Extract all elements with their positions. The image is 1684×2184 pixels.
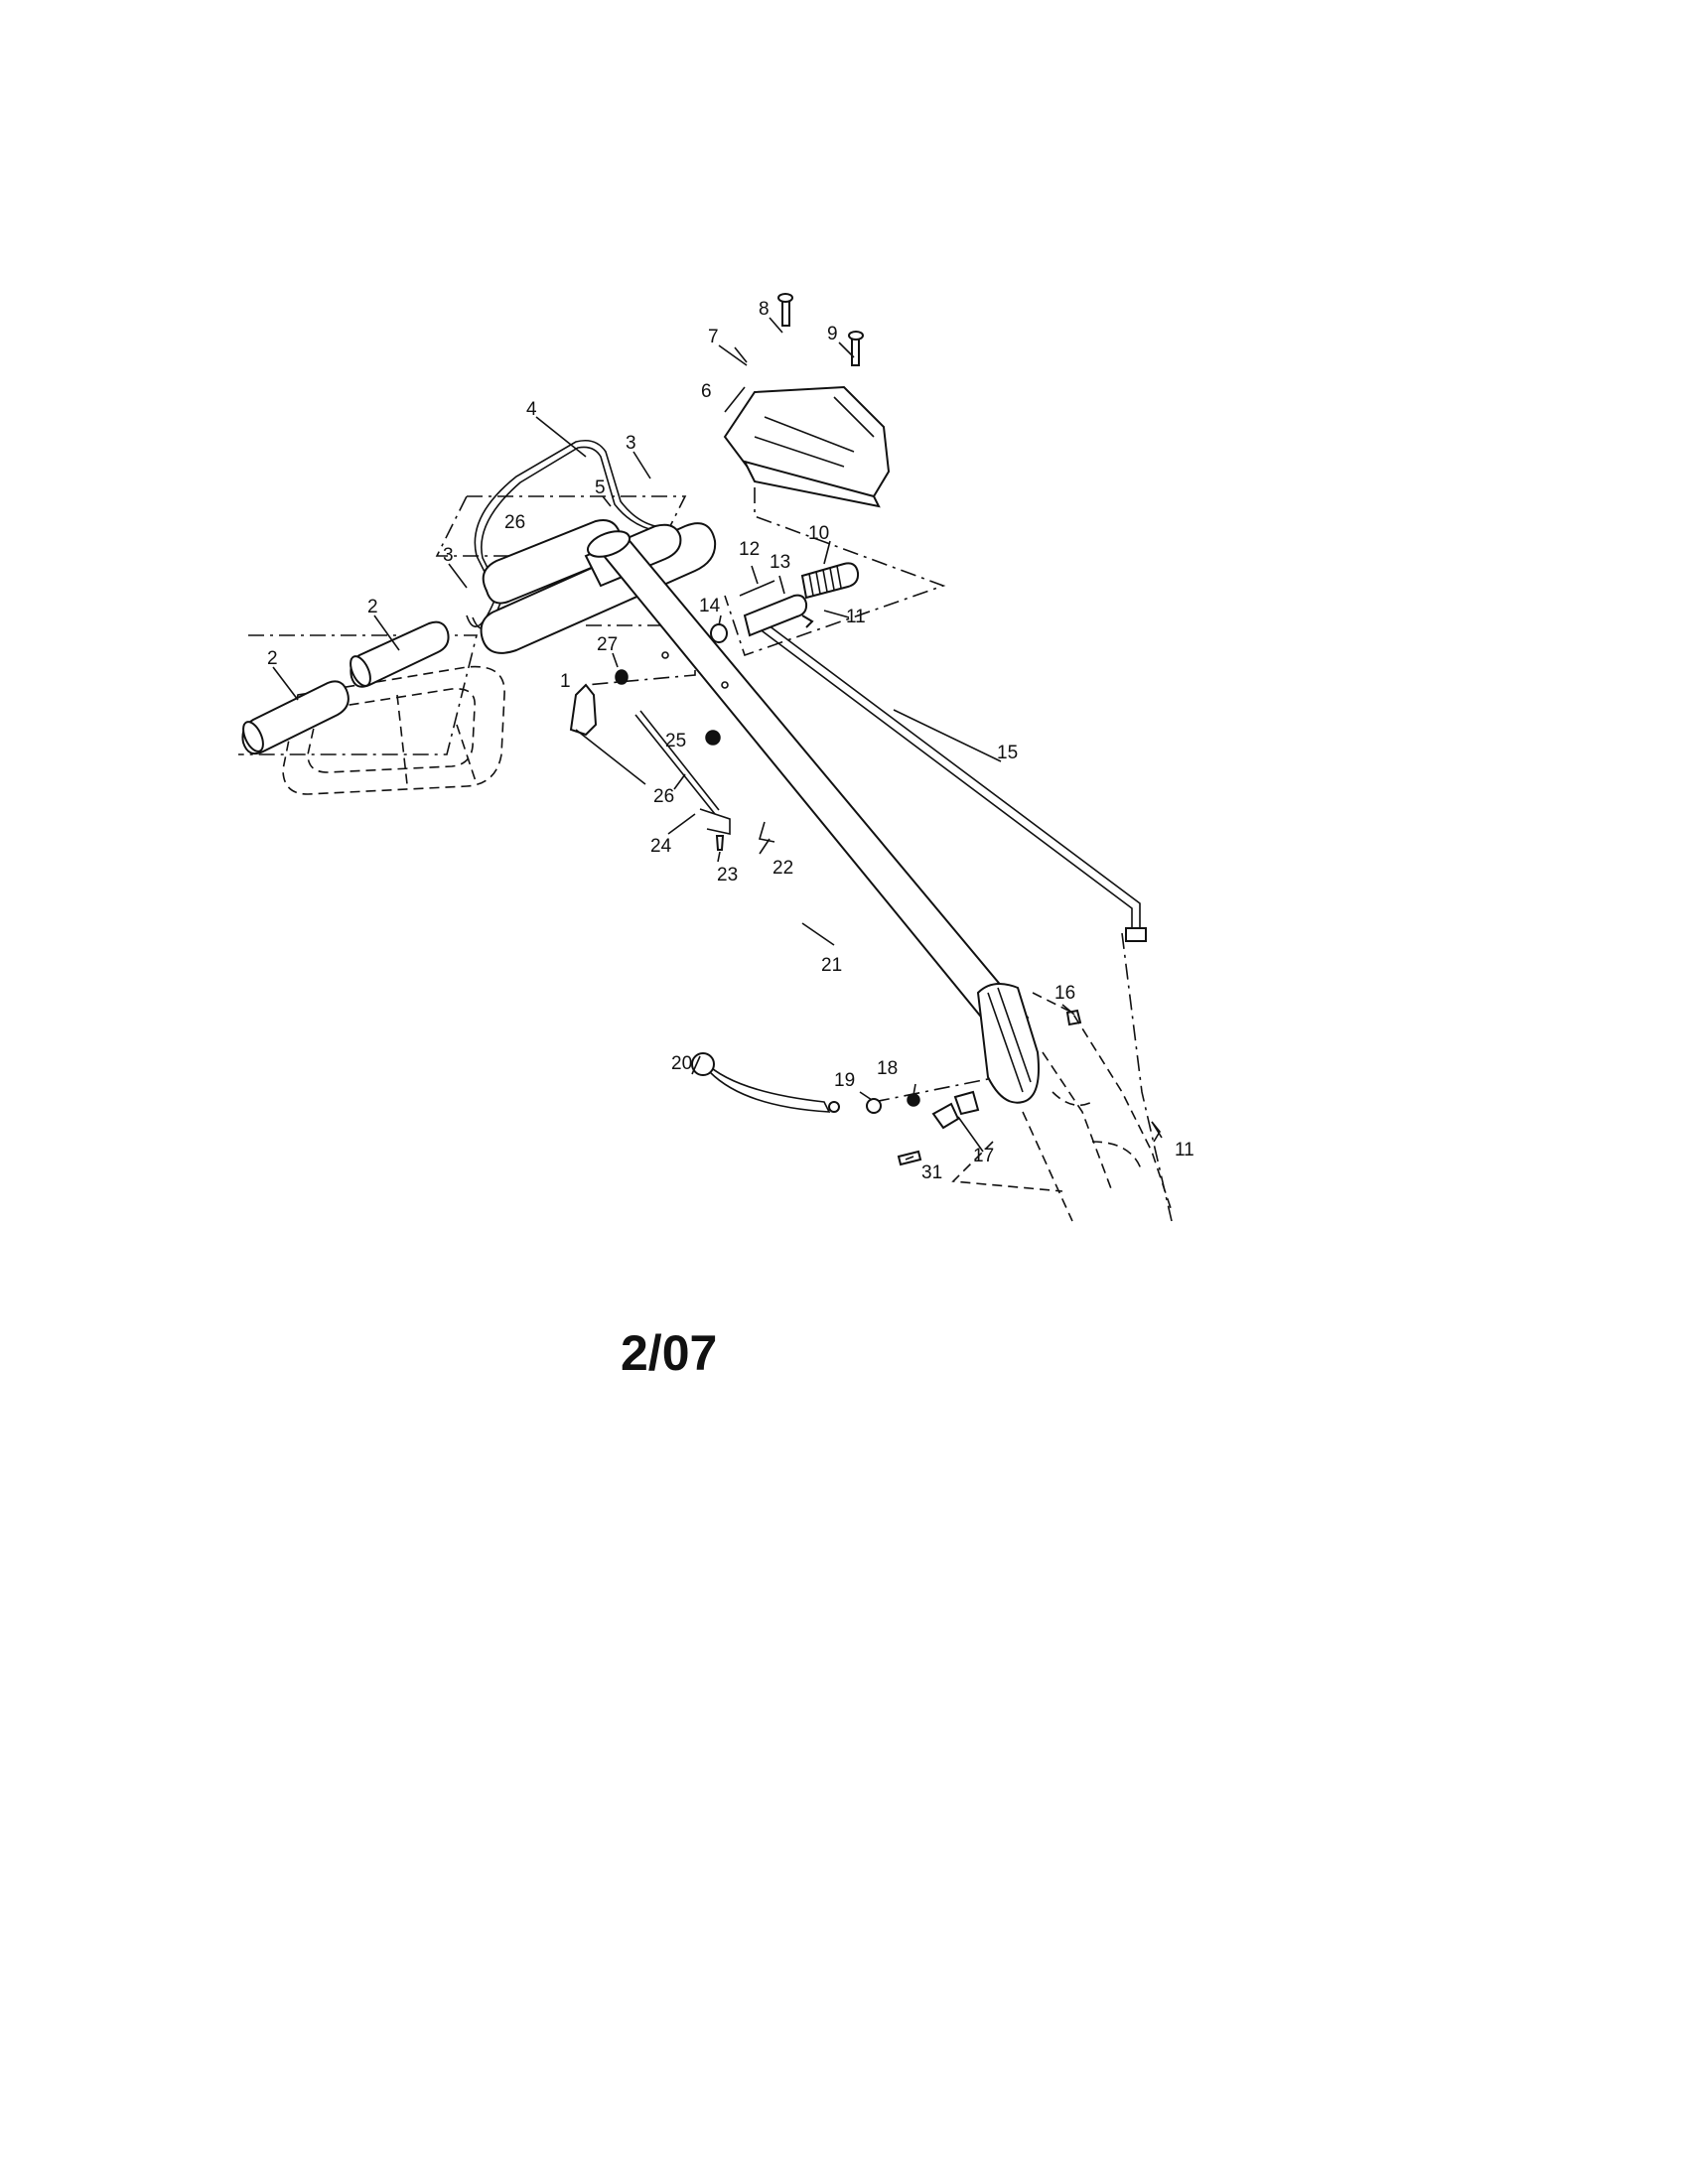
assembly-guide-lines xyxy=(238,457,1173,1222)
label-5: 5 xyxy=(595,478,606,498)
part-2-grips xyxy=(241,620,450,755)
label-8: 8 xyxy=(759,299,770,320)
label-24: 24 xyxy=(650,836,672,857)
label-10: 10 xyxy=(808,523,829,544)
label-27: 27 xyxy=(597,634,618,655)
label-15: 15 xyxy=(997,743,1018,763)
label-16: 16 xyxy=(1054,983,1075,1004)
label-22: 22 xyxy=(772,858,793,879)
label-1: 1 xyxy=(560,671,571,692)
label-2a: 2 xyxy=(267,648,278,669)
part-15-control-rod xyxy=(754,618,1147,942)
label-13: 13 xyxy=(770,552,790,573)
label-7: 7 xyxy=(708,327,719,347)
part-10-spring xyxy=(800,562,860,600)
label-25: 25 xyxy=(665,731,686,751)
label-6: 6 xyxy=(701,381,712,402)
label-31: 31 xyxy=(921,1162,942,1183)
label-3b: 3 xyxy=(626,433,636,454)
part-21-main-handle-tube xyxy=(586,530,1040,1104)
tiller-body-ghost xyxy=(951,992,1173,1222)
label-20: 20 xyxy=(671,1053,692,1074)
label-3a: 3 xyxy=(443,545,454,566)
small-hardware xyxy=(569,669,775,851)
lower-handle-ghost xyxy=(282,665,505,795)
leader-lines xyxy=(272,317,1163,1160)
parts-12-13-14-pins xyxy=(710,580,814,643)
part-labels: 1 2 2 3 3 4 5 6 7 8 9 10 11 11 12 13 14 … xyxy=(267,299,1194,1183)
part-6-cover xyxy=(723,385,891,508)
label-11b: 11 xyxy=(1175,1140,1194,1160)
label-26a: 26 xyxy=(504,512,525,533)
label-9: 9 xyxy=(827,324,838,344)
label-19: 19 xyxy=(834,1070,855,1091)
label-4: 4 xyxy=(526,399,537,420)
label-14: 14 xyxy=(699,596,721,616)
label-11a: 11 xyxy=(846,607,866,627)
label-2b: 2 xyxy=(367,597,378,617)
label-21: 21 xyxy=(821,955,842,976)
label-23: 23 xyxy=(717,865,738,886)
date-code: 2/07 xyxy=(621,1325,717,1381)
label-18: 18 xyxy=(877,1058,898,1079)
label-12: 12 xyxy=(739,539,760,560)
label-17: 17 xyxy=(973,1146,994,1166)
lower-hardware xyxy=(691,1009,1161,1166)
label-26b: 26 xyxy=(653,786,674,807)
fasteners-7-8-9 xyxy=(734,293,864,366)
